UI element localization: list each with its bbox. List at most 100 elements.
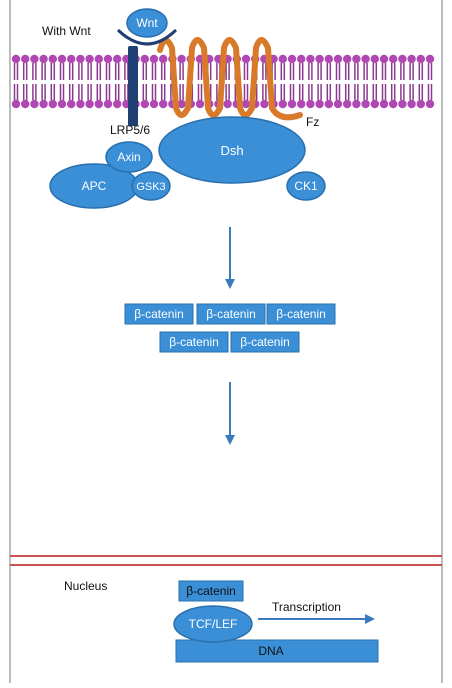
lipid-head [159,99,168,109]
lipid-head [379,99,389,109]
lipid-head [407,54,416,64]
lipid-head [57,54,67,64]
lipid-head [113,99,122,109]
lipid-head [67,99,76,109]
lipid-head [39,99,48,109]
dna-label: DNA [258,644,283,658]
lipid-head [324,54,333,64]
lipid-head [103,54,113,64]
lipid-head [85,99,94,109]
lipid-head [343,54,352,64]
lipid-head [425,54,435,64]
wnt-label: Wnt [136,16,158,30]
lipid-head [103,99,113,109]
lipid-head [370,99,379,109]
lipid-head [195,99,205,109]
beta-catenin-box: β-catenin [196,303,266,325]
beta-catenin-box: β-catenin [124,303,194,325]
lipid-head [30,54,39,64]
lipid-head [361,99,370,109]
lipid-head [11,54,21,64]
lipid-head [76,99,85,109]
lipid-head [343,99,352,109]
beta-catenin-label: β-catenin [276,307,326,321]
lrp-label: LRP5/6 [110,123,150,137]
dsh-label: Dsh [220,143,243,158]
lipid-head [324,99,333,109]
lipid-head [278,54,287,64]
beta-catenin-box: β-catenin [159,331,229,353]
lrp-receptor [128,46,138,126]
lipid-head [315,99,324,109]
ck1-protein [286,171,326,201]
lipid-head [94,99,104,109]
lipid-head [177,54,186,64]
lipid-head [57,99,67,109]
diagram-title: With Wnt [42,24,91,38]
beta-catenin-label: β-catenin [169,335,219,349]
dsh-protein [158,116,306,184]
lipid-head [389,54,398,64]
lipid-head [85,54,94,64]
lipid-head [297,99,306,109]
lipid-head [333,54,343,64]
lipid-head [416,54,425,64]
lipid-head [241,99,251,109]
beta-catenin-label: β-catenin [206,307,256,321]
lipid-head [425,99,435,109]
lipid-head [39,54,48,64]
beta-catenin-label: β-catenin [134,307,184,321]
lipid-head [379,54,389,64]
nuclear-beta-catenin-label: β-catenin [186,584,236,598]
ck1-label: CK1 [294,179,318,193]
lipid-head [287,54,297,64]
lipid-head [416,99,425,109]
lipid-head [223,99,232,109]
lipid-head [140,99,149,109]
lipid-head [407,99,416,109]
beta-catenin-box: β-catenin [266,303,336,325]
lipid-head [370,54,379,64]
dna-strand [175,639,379,663]
lipid-head [287,99,297,109]
lipid-head [306,99,315,109]
lipid-head [30,99,39,109]
lipid-head [278,99,287,109]
lipid-head [389,99,398,109]
lipid-head [352,54,361,64]
cell-membrane [11,54,435,109]
beta-catenin-box: β-catenin [230,331,300,353]
lipid-head [113,54,122,64]
frizzled-receptor [157,37,303,121]
lipid-head [241,54,251,64]
axin-label: Axin [117,150,140,164]
lipid-head [177,99,186,109]
lipid-head [149,99,159,109]
lipid-head [398,99,407,109]
lipid-head [333,99,343,109]
nucleus-label: Nucleus [64,579,107,593]
apc-label: APC [82,179,107,193]
lipid-head [21,99,30,109]
lipid-head [361,54,370,64]
lipid-head [149,54,159,64]
transcription-label: Transcription [272,600,341,614]
lipid-head [297,54,306,64]
lipid-head [140,54,149,64]
nuclear-beta-catenin-box [178,580,244,602]
lipid-head [260,99,269,109]
tcf-lef-protein [173,605,253,643]
lipid-head [67,54,76,64]
lipid-head [352,99,361,109]
beta-catenin-label: β-catenin [240,335,290,349]
lipid-head [159,54,168,64]
wnt-ligand [126,8,168,38]
lipid-head [315,54,324,64]
lipid-head [48,54,57,64]
lipid-head [306,54,315,64]
lipid-head [398,54,407,64]
gsk3-protein [131,171,171,201]
wnt-binding-site [116,28,178,46]
